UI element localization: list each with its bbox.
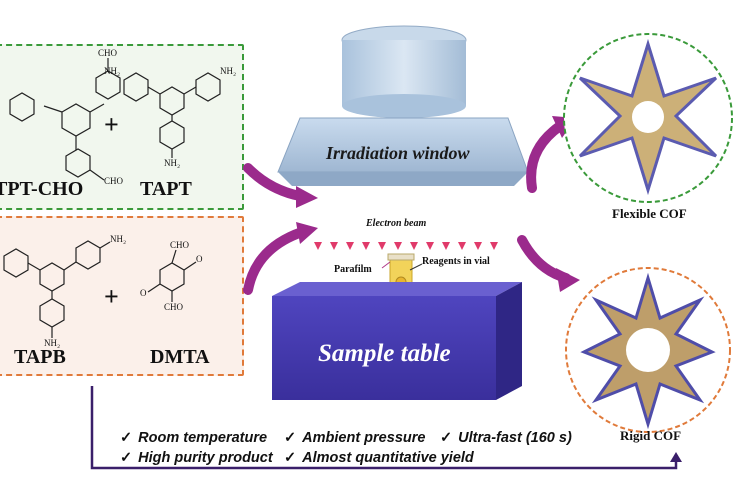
- check-icon: ✓: [284, 450, 297, 466]
- dmta-o-left: O: [140, 288, 147, 298]
- plus-bottom: +: [104, 282, 119, 311]
- feature-text: Almost quantitative yield: [302, 450, 474, 466]
- check-icon: ✓: [120, 430, 133, 446]
- tapt-ring-left: [123, 72, 149, 102]
- tapt-triazine: [159, 86, 185, 116]
- sample-table-label: Sample table: [318, 340, 451, 367]
- table-side: [496, 282, 522, 400]
- feature-ambient-pressure: ✓ Ambient pressure: [284, 430, 425, 446]
- funnel-rim: [278, 172, 528, 186]
- parafilm-label: Parafilm: [334, 264, 372, 275]
- tapb-core: [39, 262, 65, 292]
- vial-cap: [387, 253, 415, 261]
- top-reactant-panel: [0, 44, 244, 210]
- bottom-reactant-panel: [0, 216, 244, 376]
- tapt-nh2-right: NH₂: [220, 66, 237, 76]
- feature-text: Ultra-fast (160 s): [458, 430, 572, 446]
- plus-top: +: [104, 110, 119, 139]
- electron-beam-label: Electron beam: [366, 218, 427, 229]
- rigid-cof-label: Rigid COF: [620, 428, 682, 443]
- return-arrow-head: [670, 452, 682, 462]
- dmta-cho-top: CHO: [170, 240, 190, 250]
- tapt-nh2-bottom: NH₂: [164, 158, 181, 168]
- tapt-name: TAPT: [140, 178, 192, 200]
- table-front: [272, 296, 496, 400]
- feature-text: Room temperature: [138, 430, 268, 446]
- process-arrows: [243, 121, 571, 295]
- tapb-name: TAPB: [14, 346, 66, 368]
- check-icon: ✓: [120, 450, 133, 466]
- tptcho-ring-left: [9, 92, 35, 122]
- tapb-nh2-bottom: NH₂: [44, 338, 61, 348]
- tpt-cho-name: TPT-CHO: [0, 178, 84, 200]
- irradiation-window-label: Irradiation window: [326, 143, 470, 163]
- feature-high-purity: ✓ High purity product: [120, 450, 273, 466]
- cylinder-bottom: [342, 94, 466, 118]
- flexible-cof-label: Flexible COF: [612, 206, 687, 221]
- tapb-ring-left: [3, 248, 29, 278]
- tptcho-cho-top: CHO: [98, 48, 118, 58]
- feature-quantitative-yield: ✓ Almost quantitative yield: [284, 450, 474, 466]
- feature-room-temperature: ✓ Room temperature: [120, 430, 267, 446]
- dmta-name: DMTA: [150, 346, 210, 368]
- tapt-nh2-left: NH₂: [104, 66, 121, 76]
- reagents-in-vial-label: Reagents in vial: [422, 256, 490, 267]
- feature-ultra-fast: ✓ Ultra-fast (160 s): [440, 430, 572, 446]
- dmta-cho-bottom: CHO: [164, 302, 184, 312]
- table-top: [272, 282, 522, 296]
- tapt-ring-right: [195, 72, 221, 102]
- return-line: [90, 386, 678, 470]
- check-icon: ✓: [284, 430, 297, 446]
- tptcho-cho-bottom: CHO: [104, 176, 124, 186]
- feature-text: Ambient pressure: [302, 430, 426, 446]
- dmta-o-right: O: [196, 254, 203, 264]
- check-icon: ✓: [440, 430, 453, 446]
- tapb-nh2-right: NH₂: [110, 234, 127, 244]
- feature-text: High purity product: [138, 450, 273, 466]
- tptcho-triazine: [61, 103, 91, 137]
- electron-beam-heads: [314, 242, 498, 250]
